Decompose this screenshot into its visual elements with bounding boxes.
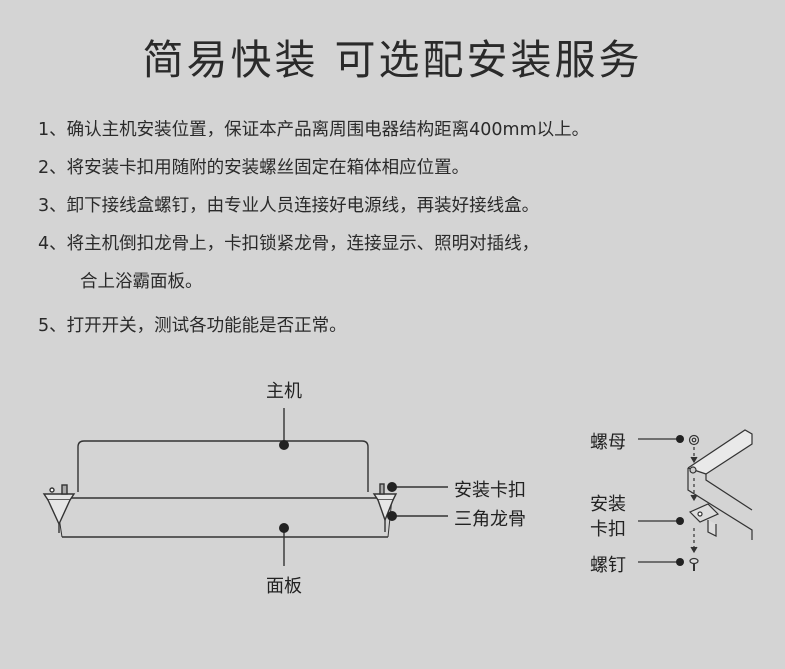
step-text: 打开开关，测试各功能能是否正常。: [66, 316, 347, 336]
label-clip: 安装卡扣: [454, 480, 526, 501]
step-number: 5、: [38, 316, 67, 336]
right-keel-clip: [372, 483, 398, 532]
step-number: 3、: [38, 196, 67, 216]
main-unit-housing: [77, 440, 369, 492]
step-5: 5、打开开关，测试各功能能是否正常。: [38, 313, 783, 351]
page-title: 简易快装 可选配安装服务: [142, 36, 643, 84]
label-detail-clip-2: 卡扣: [590, 519, 626, 540]
step-4-continued: 合上浴霸面板。: [38, 269, 783, 313]
label-nut: 螺母: [590, 432, 626, 453]
step-text: 卸下接线盒螺钉，由专业人员连接好电源线，再装好接线盒。: [66, 196, 540, 216]
label-detail-clip-1: 安装: [590, 494, 626, 515]
label-panel: 面板: [266, 576, 302, 597]
left-keel-clip: [42, 484, 76, 533]
screw-icon: [689, 557, 699, 571]
installation-steps: 1、确认主机安装位置，保证本产品离周围电器结构距离400mm以上。 2、将安装卡…: [38, 117, 783, 351]
step-text: 将主机倒扣龙骨上，卡扣锁紧龙骨，连接显示、照明对插线，: [66, 234, 540, 254]
step-3: 3、卸下接线盒螺钉，由专业人员连接好电源线，再装好接线盒。: [38, 193, 783, 231]
step-1: 1、确认主机安装位置，保证本产品离周围电器结构距离400mm以上。: [38, 117, 783, 155]
step-number: 1、: [38, 120, 67, 140]
step-text: 合上浴霸面板。: [80, 272, 203, 292]
step-text: 将安装卡扣用随附的安装螺丝固定在箱体相应位置。: [66, 158, 470, 178]
label-keel: 三角龙骨: [454, 509, 526, 530]
step-number: 2、: [38, 158, 67, 178]
label-screw: 螺钉: [590, 555, 626, 576]
nut-icon: [688, 434, 700, 446]
clip-icon: [688, 503, 720, 537]
step-4: 4、将主机倒扣龙骨上，卡扣锁紧龙骨，连接显示、照明对插线，: [38, 231, 783, 269]
label-main-unit: 主机: [266, 381, 302, 402]
step-number: 4、: [38, 234, 67, 254]
step-2: 2、将安装卡扣用随附的安装螺丝固定在箱体相应位置。: [38, 155, 783, 193]
exploded-detail: [638, 429, 753, 571]
step-text: 确认主机安装位置，保证本产品离周围电器结构距离400mm以上。: [66, 120, 590, 140]
